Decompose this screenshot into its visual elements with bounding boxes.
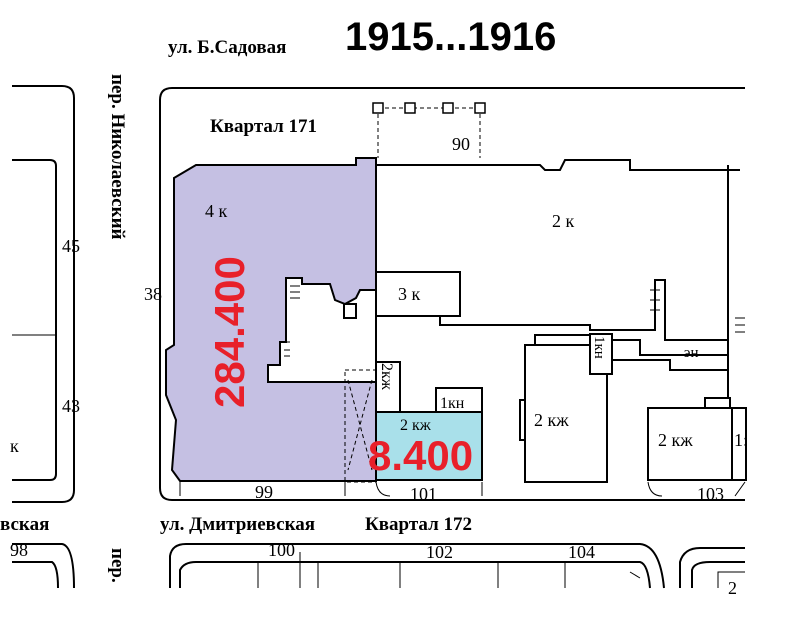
building-label-1kn-right: 1кн — [591, 336, 607, 359]
fence-post-2 — [404, 102, 416, 114]
gate-hatch — [347, 379, 373, 471]
gate-passage — [344, 369, 377, 483]
street-label-dmitrievskaya: ул. Дмитриевская — [160, 514, 315, 535]
building-label-4k: 4 к — [205, 201, 228, 221]
building-label-3k: 3 к — [398, 284, 421, 304]
building-2kzh-small — [375, 361, 401, 413]
lot-number-103: 103 — [697, 484, 724, 504]
lot-number-100: 100 — [268, 540, 295, 560]
block-label-171: Квартал 171 — [210, 116, 317, 137]
lot-light-blue — [375, 411, 483, 481]
lot-number-45: 45 — [62, 236, 80, 256]
block-outline-left-inner — [12, 159, 57, 481]
stair-marks-right — [650, 289, 745, 333]
building-label-cut-1: 1: — [734, 430, 748, 450]
street-label-bottom-lane: пер. — [107, 548, 128, 583]
block-label-172: Квартал 172 — [365, 514, 472, 535]
building-2kzh-right — [647, 407, 733, 481]
courtyard-steps — [284, 285, 300, 357]
building-en-outline — [612, 339, 729, 371]
block-outline-171 — [159, 87, 745, 501]
fence-post-4 — [474, 102, 486, 114]
building-label-1kn-small: 1кн — [440, 395, 465, 412]
building-1kn-right — [589, 333, 613, 375]
building-label-en: эн — [684, 345, 698, 361]
building-2kzh-center-notch — [519, 334, 590, 441]
building-1kn-small — [435, 387, 483, 413]
value-big-lot: 284.400 — [206, 256, 253, 408]
lot-number-99: 99 — [255, 482, 273, 502]
building-label-cut-2: 2 — [728, 578, 737, 598]
block-outline-left — [12, 85, 75, 503]
lot-bracket-99 — [179, 482, 346, 496]
building-2k-outline — [376, 159, 740, 171]
building-2k-inner — [376, 279, 728, 341]
small-square-courtyard — [343, 303, 357, 319]
building-label-cut-k: к — [10, 436, 19, 456]
lot-bracket-101 — [375, 481, 483, 497]
street-label-sadovaya: ул. Б.Садовая — [168, 37, 286, 58]
block-outline-172-right — [679, 547, 745, 588]
lot-number-98: 98 — [10, 540, 28, 560]
block-outline-172 — [169, 543, 665, 589]
block-outline-bottom-left — [12, 543, 75, 589]
building-label-2kzh-right: 2 кж — [658, 430, 693, 450]
lot-number-101: 101 — [410, 484, 437, 504]
fence-post-3 — [442, 102, 454, 114]
lot-bracket-103 — [647, 481, 746, 497]
building-label-2kzh-blue: 2 кж — [400, 417, 432, 434]
building-3k — [375, 271, 461, 317]
lot-number-104: 104 — [568, 542, 595, 562]
lot-number-43: 43 — [62, 396, 80, 416]
lot-lavender — [165, 157, 377, 482]
map-title: 1915...1916 — [345, 15, 556, 59]
street-label-dmitrievskaya-cut: вская — [0, 514, 49, 535]
lot-separators-172 — [257, 552, 641, 588]
fence-post-1 — [372, 102, 384, 114]
street-label-nikolaevsky: пер. Николаевский — [107, 74, 128, 240]
lot-number-90: 90 — [452, 134, 470, 154]
building-label-2kzh-center: 2 кж — [534, 410, 569, 430]
building-label-2k: 2 к — [552, 211, 575, 231]
lot-number-102: 102 — [426, 542, 453, 562]
lot-number-38: 38 — [144, 284, 162, 304]
building-far-right — [731, 407, 747, 481]
building-small-right — [704, 397, 731, 409]
value-small-lot: 8.400 — [368, 432, 473, 479]
building-label-2kzh-small: 2кж — [378, 363, 395, 391]
building-bottom-right-fragment — [717, 571, 745, 588]
block-outline-172-inner — [179, 561, 651, 589]
